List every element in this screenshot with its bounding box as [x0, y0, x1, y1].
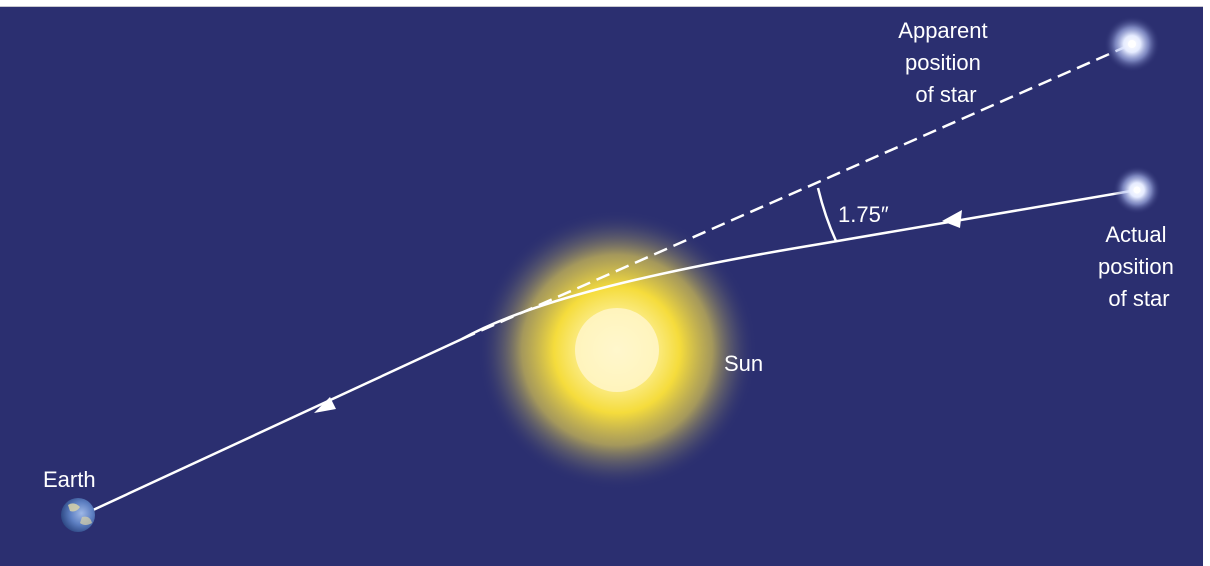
deflection-angle-arc — [816, 187, 838, 242]
arrowhead-near-earth — [314, 397, 336, 413]
sun-icon — [477, 210, 757, 490]
deflection-angle-label: 1.75″ — [838, 202, 889, 227]
actual-star — [1113, 166, 1161, 214]
apparent-star — [1104, 16, 1160, 72]
diagram-frame: Apparent position of star Actual positio… — [0, 6, 1203, 566]
bent-light-path — [77, 188, 1138, 519]
apparent-position-label: Apparent position of star — [898, 18, 993, 107]
earth-label: Earth — [43, 467, 96, 492]
light-deflection-diagram: Apparent position of star Actual positio… — [0, 7, 1203, 566]
apparent-line-of-sight — [461, 42, 1133, 341]
actual-position-label: Actual position of star — [1098, 222, 1180, 311]
arrowhead-near-star — [942, 210, 962, 228]
sun-label: Sun — [724, 351, 763, 376]
earth-globe-icon — [61, 498, 95, 532]
